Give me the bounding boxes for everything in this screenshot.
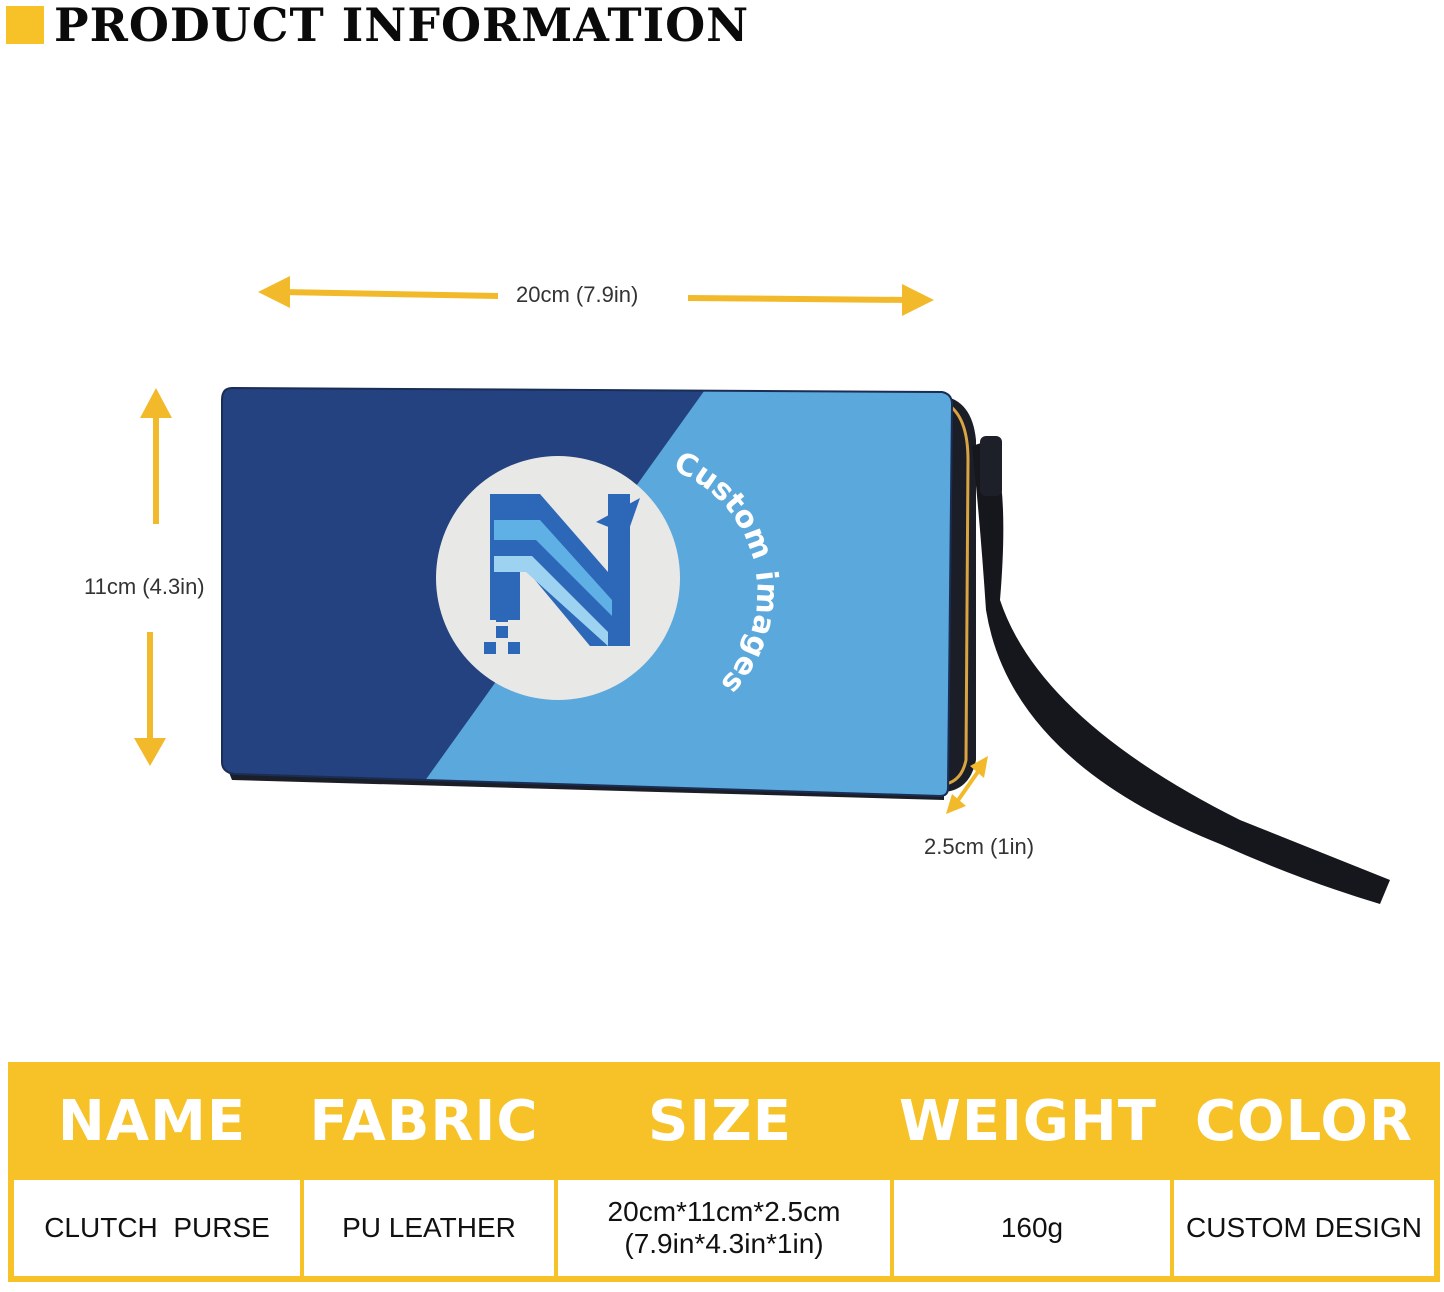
width-arrowhead-left	[258, 276, 290, 308]
width-label: 20cm (7.9in)	[516, 282, 639, 307]
purse-outline	[221, 386, 954, 798]
spec-table-header: NAME FABRIC SIZE WEIGHT COLOR	[8, 1062, 1440, 1180]
height-label: 11cm (4.3in)	[84, 574, 205, 599]
header-name: NAME	[57, 1088, 247, 1154]
height-arrowhead-bottom	[134, 738, 166, 766]
width-arrow-left	[281, 289, 499, 299]
depth-arrowhead-top	[970, 756, 988, 778]
depth-arrowhead-bottom	[946, 794, 966, 814]
cell-size-line2: (7.9in*4.3in*1in)	[624, 1228, 824, 1259]
cell-name-value: CLUTCH PURSE	[44, 1211, 270, 1243]
spec-table-row: CLUTCH PURSE PU LEATHER 20cm*11cm*2.5cm …	[14, 1180, 1434, 1276]
cell-fabric: PU LEATHER	[304, 1180, 554, 1276]
page-title-text: PRODUCT INFORMATION	[54, 0, 750, 52]
strap-connector	[980, 436, 1002, 496]
depth-label: 2.5cm (1in)	[924, 834, 1035, 859]
cell-size: 20cm*11cm*2.5cm (7.9in*4.3in*1in)	[558, 1180, 890, 1276]
width-arrow-right	[687, 295, 911, 303]
dimension-arrows	[134, 276, 988, 814]
clutch-purse-image: Custom images	[221, 386, 1390, 904]
n-logo-icon	[484, 494, 640, 654]
zipper-line	[945, 404, 970, 786]
cell-color-value: CUSTOM DESIGN	[1186, 1211, 1422, 1243]
page-title: PRODUCT INFORMATION	[6, 0, 749, 50]
height-arrowhead-top	[140, 388, 172, 418]
header-size: SIZE	[647, 1088, 793, 1154]
cell-size-line1: 20cm*11cm*2.5cm	[607, 1195, 841, 1227]
cell-fabric-value: PU LEATHER	[342, 1211, 516, 1243]
depth-arrow	[952, 764, 984, 808]
header-weight: WEIGHT	[899, 1088, 1157, 1154]
cell-weight-value: 160g	[1000, 1211, 1064, 1243]
title-accent-square	[6, 6, 44, 44]
wrist-strap	[972, 440, 1390, 904]
width-arrowhead-right	[902, 284, 934, 316]
spec-table: NAME FABRIC SIZE WEIGHT COLOR CLUTCH PUR…	[8, 1062, 1440, 1282]
cell-color: CUSTOM DESIGN	[1174, 1180, 1434, 1276]
header-fabric: FABRIC	[309, 1088, 539, 1154]
cell-name: CLUTCH PURSE	[14, 1180, 300, 1276]
cell-weight: 160g	[894, 1180, 1170, 1276]
header-color: COLOR	[1194, 1088, 1414, 1154]
